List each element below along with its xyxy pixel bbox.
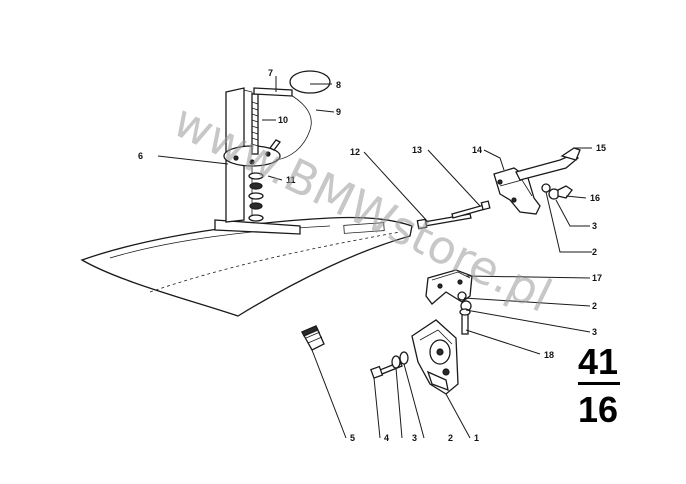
- hood-stay-assembly: [223, 70, 331, 223]
- hinge-bracket-assembly: [493, 147, 581, 215]
- group-code: 41 16: [578, 341, 620, 430]
- callout-12: 12: [350, 147, 360, 157]
- callout-11: 11: [286, 175, 296, 185]
- callout-labels: 1 2 2 2 3 3 3 4 5 6 7 8 9 10 11 12 13 14…: [138, 68, 606, 443]
- group-code-bottom: 16: [578, 389, 618, 430]
- rubber-buffer: [301, 325, 325, 351]
- callout-18: 18: [544, 350, 554, 360]
- callout-17: 17: [592, 273, 602, 283]
- callout-2: 2: [448, 433, 453, 443]
- hood-panel: [80, 216, 413, 317]
- callout-1: 1: [474, 433, 479, 443]
- callout-3: 3: [412, 433, 417, 443]
- callout-3: 3: [592, 327, 597, 337]
- callout-3: 3: [592, 221, 597, 231]
- callout-16: 16: [590, 193, 600, 203]
- callout-8: 8: [336, 80, 341, 90]
- callout-6: 6: [138, 151, 143, 161]
- callout-2: 2: [592, 301, 597, 311]
- callout-14: 14: [472, 145, 482, 155]
- leader-lines: [157, 76, 592, 439]
- group-code-top: 41: [578, 341, 618, 382]
- callout-10: 10: [278, 115, 288, 125]
- callout-4: 4: [384, 433, 389, 443]
- hood-lock-assembly: [370, 319, 459, 395]
- bracket-assembly: [425, 269, 473, 335]
- callout-15: 15: [596, 143, 606, 153]
- callout-2: 2: [592, 247, 597, 257]
- bolt-set: [416, 200, 491, 230]
- callout-13: 13: [412, 145, 422, 155]
- callout-7: 7: [268, 68, 273, 78]
- callout-5: 5: [350, 433, 355, 443]
- callout-9: 9: [336, 107, 341, 117]
